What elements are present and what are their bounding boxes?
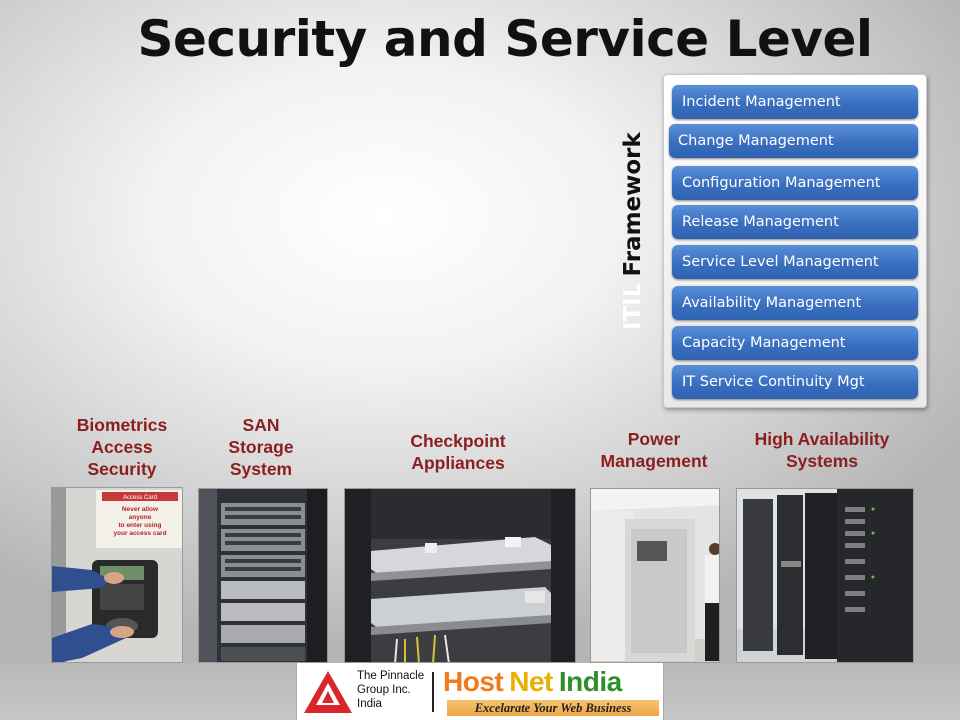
itil-item-release: Release Management: [672, 205, 918, 239]
brand-india: India: [558, 666, 622, 697]
itil-label-main: Framework: [620, 132, 646, 277]
brand-host: Host: [443, 666, 504, 697]
itil-item-service-level: Service Level Management: [672, 245, 918, 279]
biometrics-photo: Access Card Never allow anyone to enter …: [51, 487, 183, 663]
slide-title: Security and Service Level: [137, 10, 873, 68]
sign-line-2: anyone: [129, 514, 152, 521]
brand-tagline: Excelarate Your Web Business: [447, 700, 659, 716]
power-management-photo: [590, 488, 720, 663]
pinnacle-triangle-icon: [304, 671, 352, 713]
itil-item-continuity: IT Service Continuity Mgt: [672, 365, 918, 399]
sign-heading: Access Card: [123, 495, 157, 501]
itil-item-incident: Incident Management: [672, 85, 918, 119]
sign-line-1: Never allow: [122, 506, 159, 513]
itil-item-availability: Availability Management: [672, 286, 918, 320]
itil-item-capacity: Capacity Management: [672, 326, 918, 360]
pinnacle-group-text: The Pinnacle Group Inc. India: [357, 670, 425, 710]
san-storage-photo: [198, 488, 328, 663]
sign-line-4: your access card: [113, 530, 166, 537]
high-availability-photo: [736, 488, 914, 663]
itil-label-prefix: ITIL: [620, 282, 646, 330]
itil-item-change: Change Management: [669, 124, 918, 158]
itil-framework-label: ITIL Framework: [618, 132, 648, 330]
itil-item-configuration: Configuration Management: [672, 166, 918, 200]
logo-divider: [432, 672, 434, 712]
brand-net: Net: [509, 666, 553, 697]
sign-line-3: to enter using: [119, 522, 162, 529]
checkpoint-photo: [344, 488, 576, 663]
